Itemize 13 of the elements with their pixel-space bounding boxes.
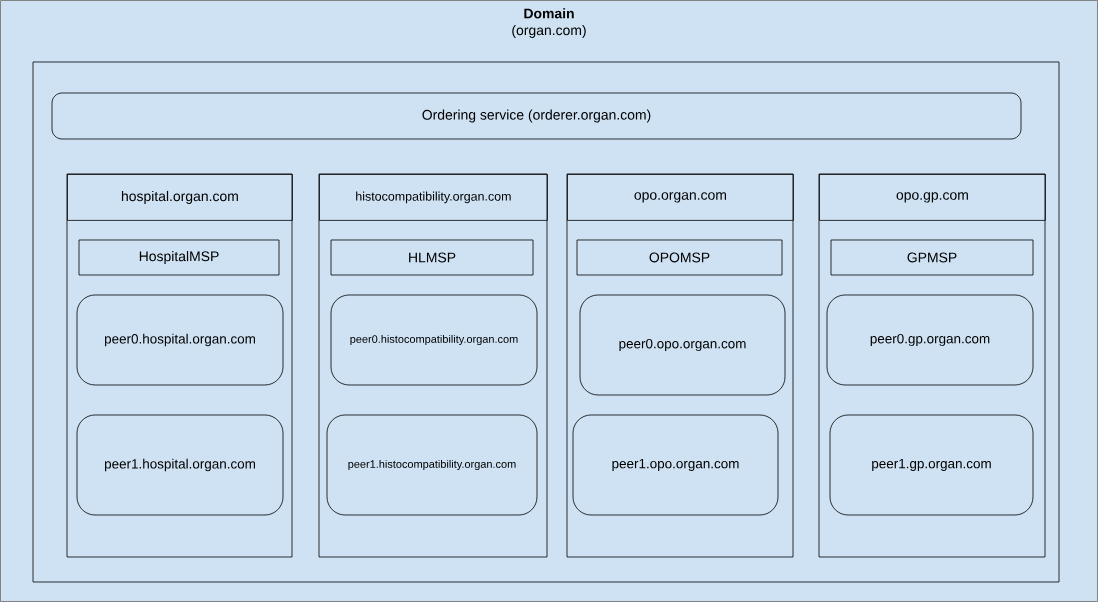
msp-box: GPMSP	[830, 239, 1034, 276]
peer-box: peer0.histocompatibility.organ.com	[330, 294, 538, 386]
peer-box: peer1.histocompatibility.organ.com	[326, 414, 538, 516]
peer-box: peer1.opo.organ.com	[572, 414, 779, 516]
peer-box: peer0.opo.organ.com	[579, 294, 786, 396]
peer-box: peer1.gp.organ.com	[829, 414, 1034, 516]
peer-box: peer0.hospital.organ.com	[76, 294, 284, 386]
peer-box: peer1.hospital.organ.com	[76, 414, 284, 516]
peer-box: peer0.gp.organ.com	[826, 294, 1034, 386]
msp-box: OPOMSP	[576, 239, 783, 276]
msp-box: HLMSP	[330, 239, 534, 276]
msp-box: HospitalMSP	[78, 239, 280, 276]
service-box: Ordering service (orderer.organ.com)	[51, 92, 1022, 140]
